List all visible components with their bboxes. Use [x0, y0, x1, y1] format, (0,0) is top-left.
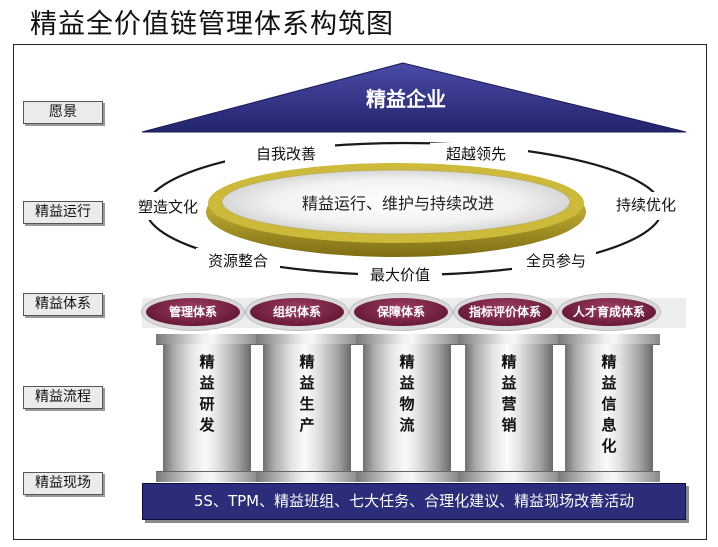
pillar-shaft — [263, 344, 351, 471]
pillar-label: 精 益 信 息 化 — [601, 353, 617, 455]
ring-label: 最大价值 — [370, 266, 430, 284]
ring-label: 资源整合 — [208, 252, 268, 270]
pillar-shaft — [465, 344, 553, 471]
pillar-shaft — [363, 344, 451, 471]
ring-label: 持续优化 — [616, 196, 676, 214]
level-label-site: 精益现场 — [23, 472, 103, 495]
system-badge-organization: 组织体系 — [250, 298, 344, 326]
ring-center-disc — [221, 169, 571, 235]
ring-label: 塑造文化 — [138, 198, 198, 216]
pillar-marketing: 精 益 营 销 — [458, 334, 560, 482]
foundation-bar: 5S、TPM、精益班组、七大任务、合理化建议、精益现场改善活动 — [142, 483, 686, 520]
roof-label: 精益企业 — [366, 87, 446, 111]
ring-label: 自我改善 — [256, 145, 316, 163]
level-label-system: 精益体系 — [23, 293, 103, 316]
pillar-informatization: 精 益 信 息 化 — [558, 334, 660, 482]
roof-triangle — [141, 62, 687, 133]
pillar-label: 精 益 物 流 — [399, 353, 415, 434]
system-badge-evaluation: 指标评价体系 — [458, 298, 552, 326]
pillar-production: 精 益 生 产 — [256, 334, 358, 482]
pillar-logistics: 精 益 物 流 — [356, 334, 458, 482]
roof: 精益企业 — [141, 62, 687, 133]
ring-label: 超越领先 — [446, 145, 506, 163]
pillar-rd: 精 益 研 发 — [156, 334, 258, 482]
pillar-shaft — [565, 344, 653, 471]
pillar-label: 精 益 研 发 — [199, 353, 215, 434]
system-badge-management: 管理体系 — [146, 298, 240, 326]
pillar-shaft — [163, 344, 251, 471]
pillar-plinth — [458, 471, 560, 482]
pillar-label: 精 益 生 产 — [299, 353, 315, 434]
diagram-frame — [13, 44, 707, 540]
system-badge-talent: 人才育成体系 — [562, 298, 656, 326]
level-label-operation: 精益运行 — [23, 201, 103, 224]
operation-ring: 精益运行、维护与持续改进 自我改善 超越领先 塑造文化 持续优化 资源整合 最大… — [128, 141, 686, 286]
system-badge-support: 保障体系 — [354, 298, 448, 326]
pillar-label: 精 益 营 销 — [501, 353, 517, 434]
level-label-process: 精益流程 — [23, 386, 103, 409]
ring-center-label: 精益运行、维护与持续改进 — [302, 194, 494, 213]
pillar-plinth — [356, 471, 458, 482]
level-label-vision: 愿景 — [23, 101, 103, 124]
ring-label: 全员参与 — [526, 252, 586, 270]
pillar-plinth — [558, 471, 660, 482]
pillar-plinth — [256, 471, 358, 482]
pillar-plinth — [156, 471, 258, 482]
page-title: 精益全价值链管理体系构筑图 — [30, 9, 394, 40]
